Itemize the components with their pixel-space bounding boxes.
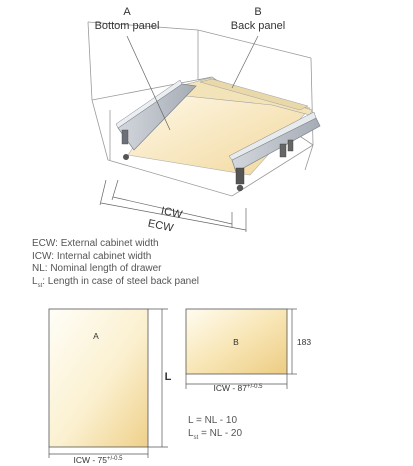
label-a-letter: A xyxy=(123,6,131,18)
legend-line: NL: Nominal length of drawer xyxy=(32,263,162,274)
icw-dimension-label: ICW xyxy=(160,205,184,221)
label-b-name: Back panel xyxy=(231,20,285,32)
legend-line: ECW: External cabinet width xyxy=(32,238,159,249)
legend-line: ICW: Internal cabinet width xyxy=(32,250,152,262)
length-formulas: L = NL - 10 Lst = NL - 20 xyxy=(188,415,242,444)
panel-a-width-label: ICW - 75+/-0.5 xyxy=(73,455,123,465)
panel-b-height-label: 183 xyxy=(297,337,311,347)
right-rear-bracket xyxy=(279,139,294,158)
panel-b-width-dimension xyxy=(185,374,288,389)
pointer-a xyxy=(126,35,171,131)
panel-b-drawing xyxy=(185,308,288,375)
panel-a-letter: A xyxy=(93,331,99,341)
abbreviation-legend: ECW: External cabinet width ICW: Interna… xyxy=(32,238,199,292)
left-side-top xyxy=(115,79,183,129)
panel-a-drawing xyxy=(48,308,149,448)
left-front-bracket xyxy=(121,129,129,145)
panel-b-width-label: ICW - 87+/-0.5 xyxy=(213,383,263,393)
panel-a-length-dimension xyxy=(148,308,168,448)
formula-l: L = NL - 10 xyxy=(188,415,238,426)
panel-a-width-dimension xyxy=(48,447,149,458)
left-runner-wheel xyxy=(123,154,129,160)
panel-b-height-dimension xyxy=(287,308,297,375)
dimension-lines-3d xyxy=(99,179,247,232)
right-side-top xyxy=(228,111,317,161)
right-front-bracket xyxy=(235,167,245,192)
pointer-b xyxy=(231,35,259,89)
label-a-name: Bottom panel xyxy=(95,20,160,32)
back-panel-face xyxy=(199,78,309,111)
panel-a-length-label: L xyxy=(165,371,172,383)
ecw-dimension-label: ECW xyxy=(147,218,175,235)
legend-line: Lst: Length in case of steel back panel xyxy=(32,275,200,289)
panel-b-letter: B xyxy=(233,337,239,347)
cabinet-wireframe xyxy=(87,21,314,197)
formula-lst: Lst = NL - 20 xyxy=(188,427,243,441)
label-b-letter: B xyxy=(254,6,261,18)
